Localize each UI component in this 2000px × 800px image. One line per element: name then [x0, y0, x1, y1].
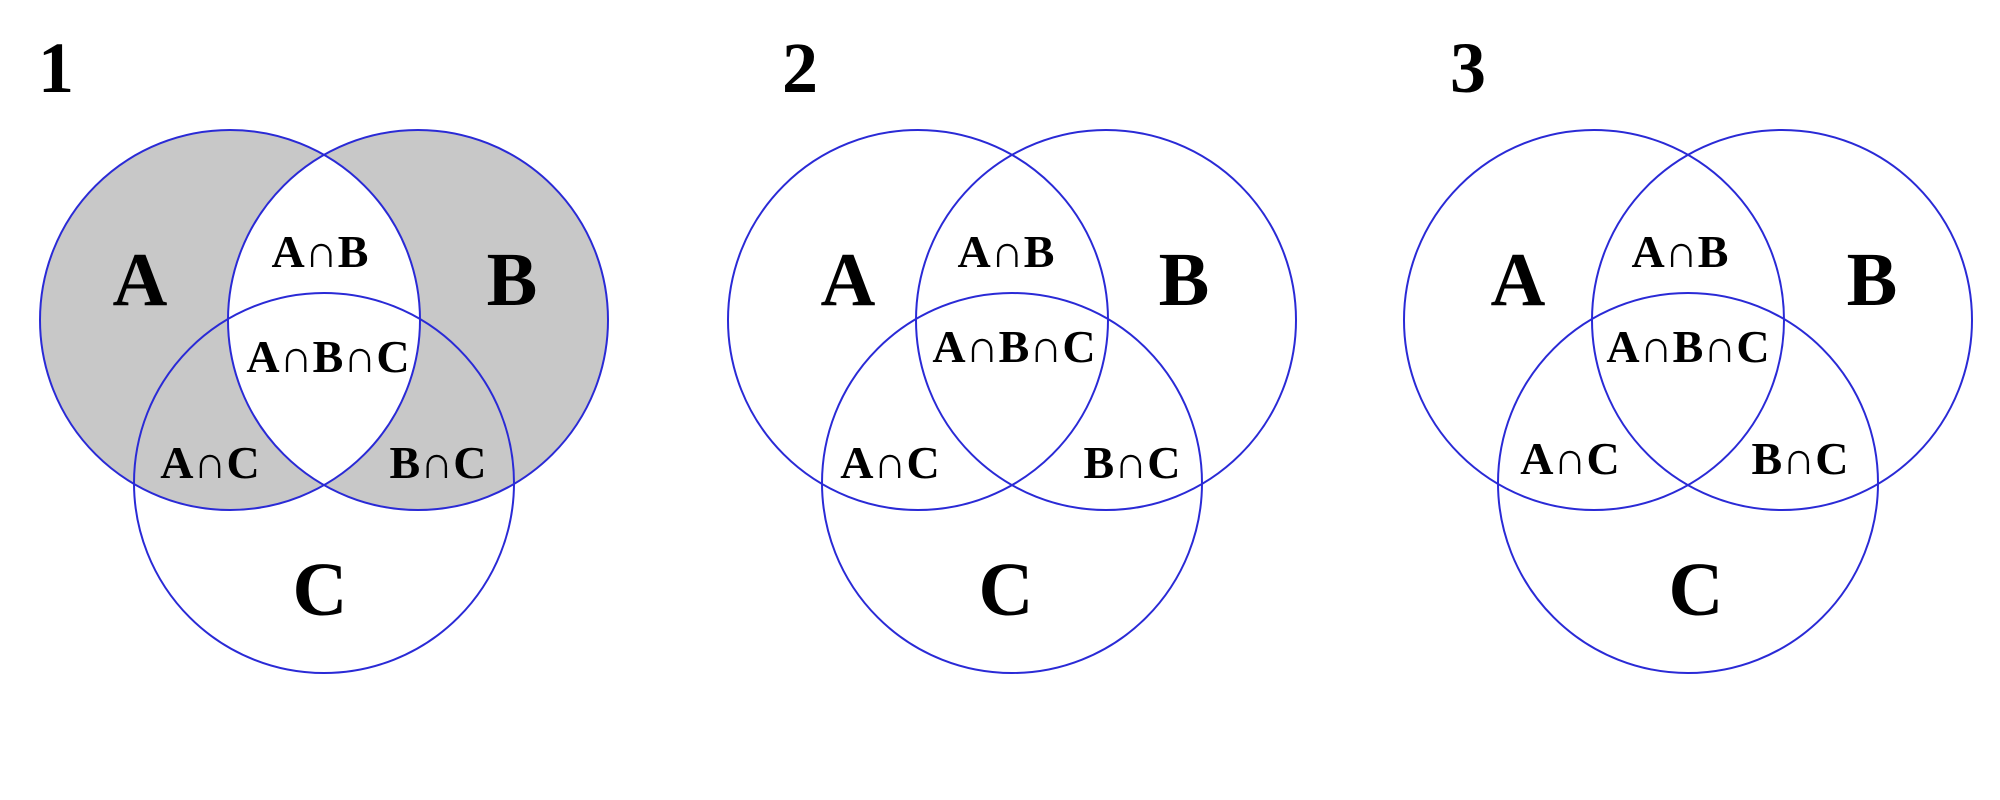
label-c: C [1669, 548, 1724, 632]
panel-2: 2 A B C A∩B A∩B∩C A∩C B∩C [727, 28, 1297, 674]
clear-ab [228, 130, 420, 510]
label-b: B [487, 238, 538, 322]
circle-c [133, 292, 515, 674]
shaded-regions [40, 130, 608, 510]
label-ac: A∩C [840, 437, 940, 488]
label-a: A [113, 238, 168, 322]
label-bc: B∩C [390, 437, 487, 488]
label-ac: A∩C [1520, 433, 1620, 484]
label-b: B [1847, 238, 1898, 322]
label-bc: B∩C [1084, 437, 1181, 488]
panel-number: 3 [1450, 28, 1486, 108]
label-abc: A∩B∩C [932, 321, 1095, 372]
panel-1: 1 A B C A∩B A∩B∩C A∩C B∩C [38, 28, 609, 674]
panel-number: 1 [38, 28, 74, 108]
label-bc: B∩C [1752, 433, 1849, 484]
circle-c [821, 292, 1203, 674]
label-a: A [821, 238, 876, 322]
label-ab: A∩B [958, 226, 1055, 277]
label-c: C [979, 548, 1034, 632]
panel-3: 3 A B C A∩B A∩B∩C A∩C B∩C [1403, 28, 1973, 674]
circle-c [1497, 292, 1879, 674]
panel-number: 2 [782, 28, 818, 108]
label-abc: A∩B∩C [246, 331, 409, 382]
label-abc: A∩B∩C [1606, 321, 1769, 372]
label-a: A [1491, 238, 1546, 322]
label-c: C [293, 548, 348, 632]
label-ab: A∩B [272, 226, 369, 277]
label-ab: A∩B [1632, 226, 1729, 277]
label-b: B [1159, 238, 1210, 322]
label-ac: A∩C [160, 437, 260, 488]
